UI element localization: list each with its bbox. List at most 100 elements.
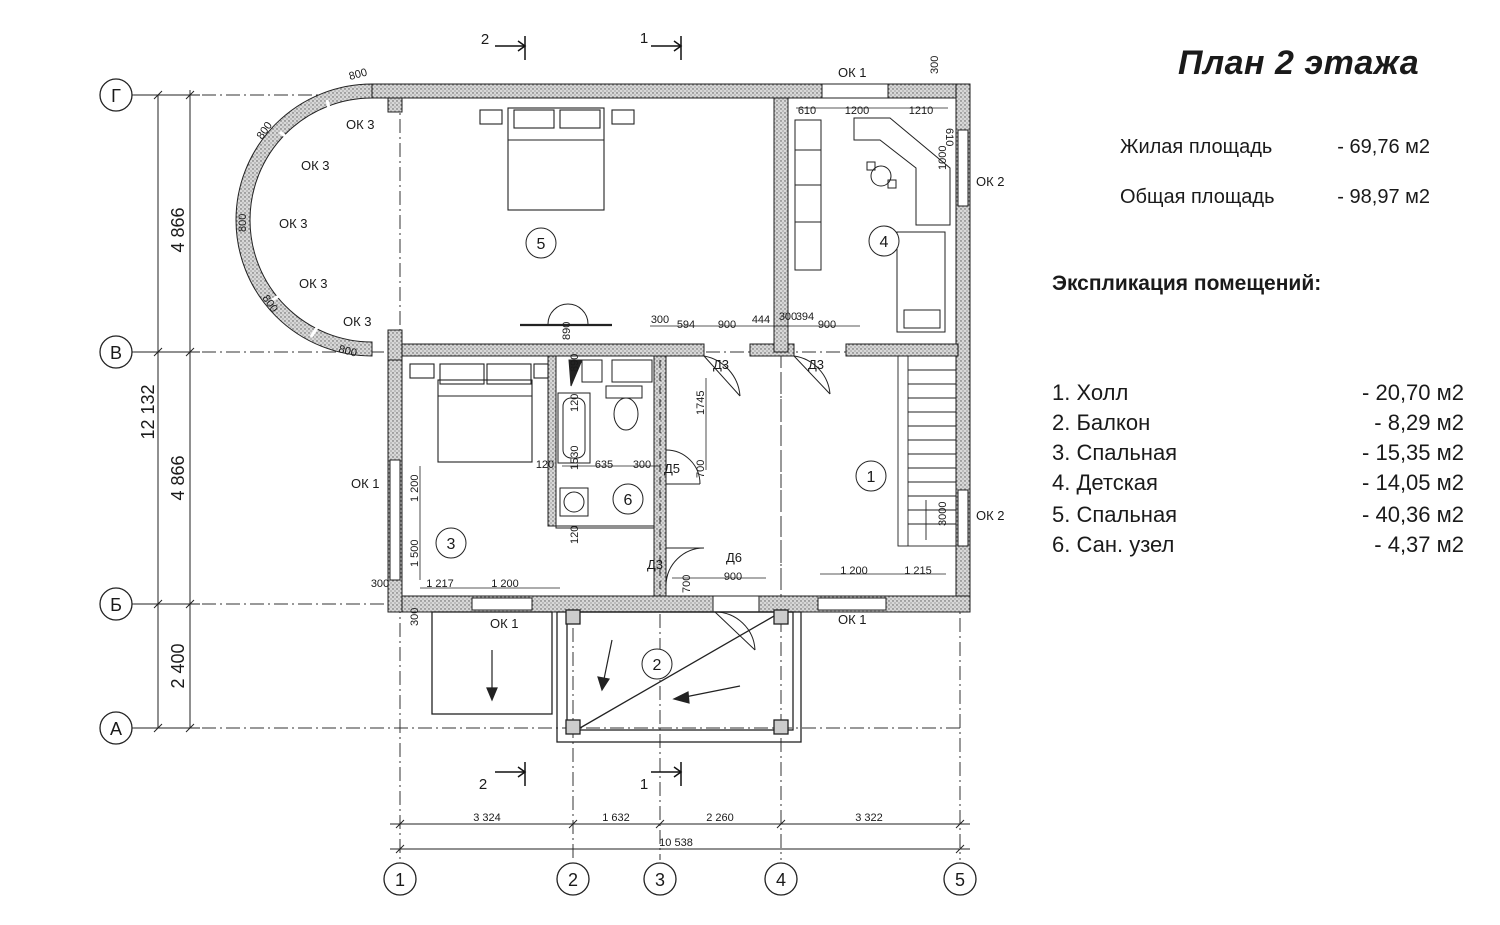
bottom-dim-3: 2 260 xyxy=(706,812,734,824)
dim-text: 890 xyxy=(569,354,581,372)
bay-wall xyxy=(235,83,373,357)
left-dim-2: 4 866 xyxy=(168,455,188,500)
section-mark-label: 1 xyxy=(640,30,648,47)
axis-label: 1 xyxy=(395,870,405,890)
living-area-value: - 69,76 м2 xyxy=(1337,136,1430,158)
dim-text: 300 xyxy=(929,56,941,74)
room-area: - 15,35 м2 xyxy=(1362,440,1464,465)
total-height-dim: 12 132 xyxy=(138,384,158,439)
dim-text: 610 xyxy=(798,105,816,117)
left-dim-3: 2 400 xyxy=(168,643,188,688)
window-label: ОК 1 xyxy=(838,612,867,627)
window-openings xyxy=(389,83,969,613)
doors xyxy=(568,355,831,651)
room-area: - 14,05 м2 xyxy=(1362,470,1464,495)
dim-text: 635 xyxy=(595,459,613,471)
dim-text: 1 200 xyxy=(840,565,868,577)
dim-text: 800 xyxy=(348,67,369,83)
dim-text: 300 xyxy=(371,578,389,590)
axis-col-4: 4 xyxy=(764,862,798,896)
dim-text: 594 xyxy=(677,319,695,331)
explication-title: Экспликация помещений: xyxy=(1052,272,1322,295)
room-label: 6. Сан. узел xyxy=(1052,532,1175,557)
dim-text: 120 xyxy=(569,526,581,544)
dim-text: 300 xyxy=(633,459,651,471)
window-label: ОК 3 xyxy=(301,158,330,173)
window-label: ОК 3 xyxy=(346,117,375,132)
door-label: Д3 xyxy=(808,357,824,372)
dim-text: 890 xyxy=(561,322,573,340)
dim-text: 1 217 xyxy=(426,578,454,590)
axis-row-g: Г xyxy=(99,78,150,112)
zone-lines xyxy=(659,360,782,596)
dim-text: 3000 xyxy=(937,502,949,526)
section-mark-label: 2 xyxy=(481,31,489,48)
left-dim-1: 4 866 xyxy=(168,207,188,252)
room-label: 4. Детская xyxy=(1052,470,1158,495)
room3-bed-icon xyxy=(409,363,549,463)
door-label: Д3 xyxy=(647,557,663,572)
room-row-5: 5. Спальная - 40,36 м2 xyxy=(1052,502,1464,532)
stairs xyxy=(897,355,957,547)
floor-plan-drawing: 4 866 4 866 2 400 12 132 Г В Б А 3 324 1… xyxy=(99,30,1005,896)
bathroom-fixtures xyxy=(555,359,655,529)
grid-lines xyxy=(130,90,961,860)
axis-label: Б xyxy=(110,595,122,615)
living-area-label: Жилая площадь xyxy=(1120,136,1273,158)
room-label: 2. Балкон xyxy=(1052,410,1151,435)
section-mark-label: 2 xyxy=(479,776,487,793)
room-row-2: 2. Балкон - 8,29 м2 xyxy=(1052,410,1464,440)
window-label: ОК 3 xyxy=(299,276,328,291)
dim-text: 394 xyxy=(796,311,814,323)
room-label: 3. Спальная xyxy=(1052,440,1178,465)
axis-label: 2 xyxy=(568,870,578,890)
bottom-dim-2: 1 632 xyxy=(602,812,630,824)
mirror-icon xyxy=(520,303,612,327)
bottom-dim-4: 3 322 xyxy=(855,812,883,824)
window-label: ОК 3 xyxy=(279,216,308,231)
room-row-3: 3. Спальная - 15,35 м2 xyxy=(1052,440,1464,470)
dim-text: 800 xyxy=(337,343,358,359)
window-label: ОК 2 xyxy=(976,508,1005,523)
interior-dim-lines xyxy=(419,107,948,589)
room-number: 2 xyxy=(653,657,662,674)
room-row-4: 4. Детская - 14,05 м2 xyxy=(1052,470,1464,500)
bottom-dim-1: 3 324 xyxy=(473,812,501,824)
room-number-markers xyxy=(435,225,900,680)
dim-text: 300 xyxy=(409,608,421,626)
room-number: 3 xyxy=(447,536,456,553)
room-number: 4 xyxy=(880,234,889,251)
room4-furniture xyxy=(794,117,951,333)
dim-text: 900 xyxy=(718,319,736,331)
room-area: - 20,70 м2 xyxy=(1362,380,1464,405)
door-label: Д5 xyxy=(664,461,680,476)
room-area: - 40,36 м2 xyxy=(1362,502,1464,527)
axis-label: В xyxy=(110,343,122,363)
dim-text: 300 xyxy=(779,311,797,323)
room-row-6: 6. Сан. узел - 4,37 м2 xyxy=(1052,532,1464,562)
window-label: ОК 3 xyxy=(343,314,372,329)
balcony xyxy=(431,609,802,743)
dim-text: 610 xyxy=(943,128,955,146)
room-number: 6 xyxy=(624,492,633,509)
plan-title: План 2 этажа xyxy=(1178,44,1420,82)
dim-text: 1 500 xyxy=(409,539,421,567)
axis-label: 3 xyxy=(655,870,665,890)
dim-text: 300 xyxy=(651,314,669,326)
axis-col-2: 2 xyxy=(556,862,590,896)
room-row-1: 1. Холл - 20,70 м2 xyxy=(1052,380,1464,410)
dim-text: 120 xyxy=(569,394,581,412)
dim-text: 1200 xyxy=(845,105,869,117)
dim-text: 1000 xyxy=(937,146,949,170)
axis-label: Г xyxy=(111,86,121,106)
section-marks xyxy=(495,36,683,786)
room-area: - 4,37 м2 xyxy=(1374,532,1464,557)
room-label: 1. Холл xyxy=(1052,380,1129,405)
axis-label: 5 xyxy=(955,870,965,890)
dim-text: 1 200 xyxy=(491,578,519,590)
window-label: ОК 1 xyxy=(490,616,519,631)
dim-text: 700 xyxy=(681,575,693,593)
slope-arrows xyxy=(486,639,741,704)
room-number: 5 xyxy=(537,236,546,253)
axis-col-3: 3 xyxy=(643,862,677,896)
